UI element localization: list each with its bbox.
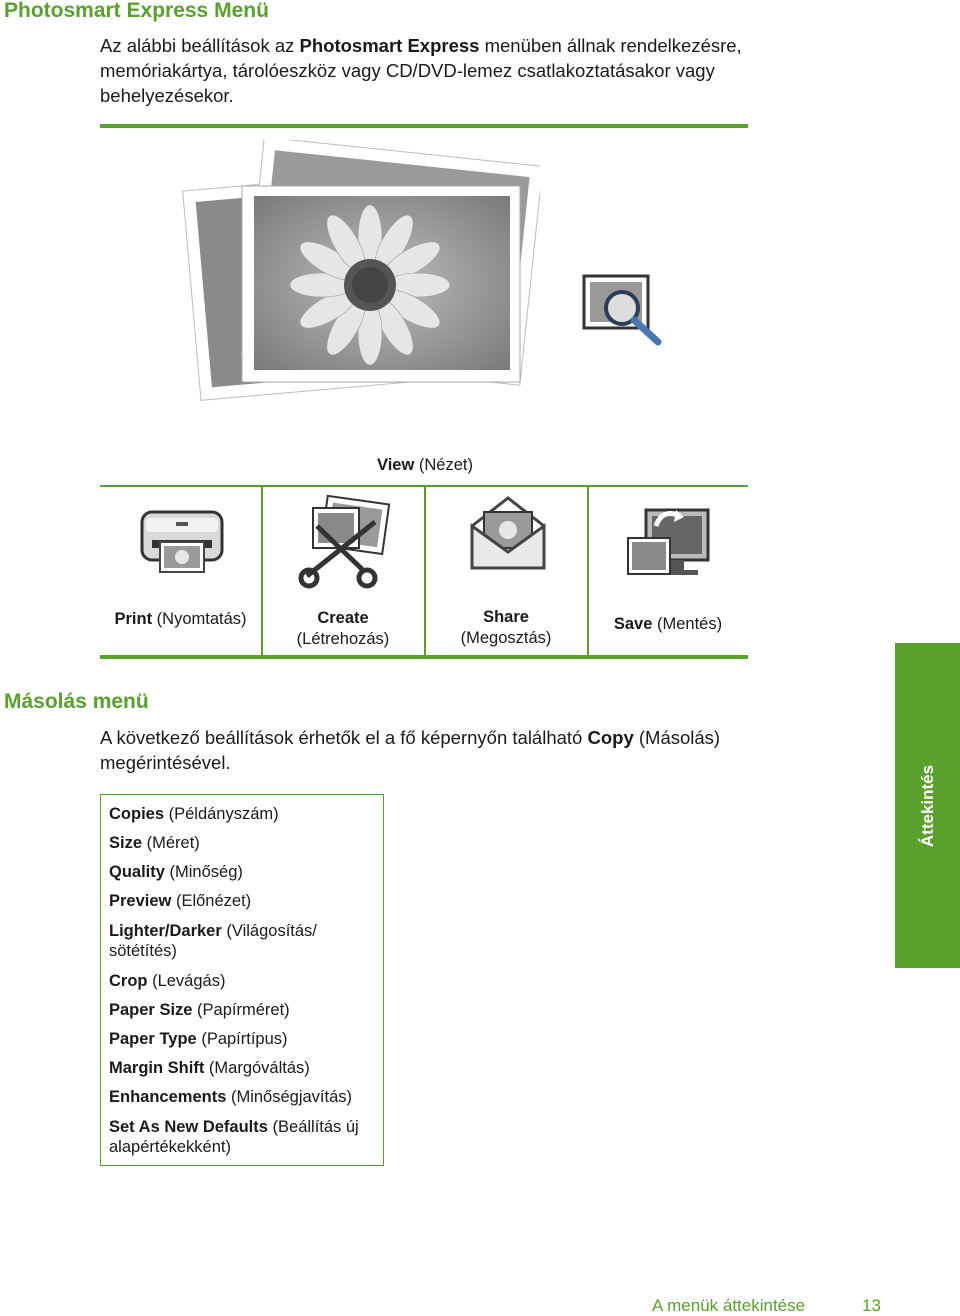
copy-option-item: Size (Méret) — [109, 834, 200, 852]
menu-table-divider — [587, 485, 589, 655]
copy-option-item: Margin Shift (Margóváltás) — [109, 1059, 310, 1077]
section-title-copy-menu: Másolás menü — [4, 690, 149, 713]
copy-menu-intro: A következő beállítások érhetők el a fő … — [100, 727, 721, 773]
view-label: View (Nézet) — [377, 456, 473, 474]
copy-option-item: Quality (Minőség) — [109, 863, 243, 881]
menu-table-divider — [424, 485, 426, 655]
menu-table-bottom-rule — [100, 655, 748, 659]
top-green-rule — [100, 124, 748, 128]
create-label: Create(Létrehozás) — [296, 609, 390, 648]
copy-option-item: Lighter/Darker (Világosítás/sötétítés) — [109, 922, 317, 960]
copy-option-item: Copies (Példányszám) — [109, 805, 279, 823]
menu-table-divider — [261, 485, 263, 655]
chapter-side-tab: Áttekintés — [895, 643, 960, 968]
chapter-side-tab-label: Áttekintés — [917, 764, 937, 847]
scissors-photo-icon[interactable] — [295, 492, 395, 592]
copy-option-item: Enhancements (Minőségjavítás) — [109, 1088, 353, 1106]
print-label: Print (Nyomtatás) — [114, 610, 247, 628]
footer-chapter-title: A menük áttekintése — [652, 1296, 806, 1315]
view-magnifier-icon[interactable] — [578, 272, 668, 352]
save-label: Save (Mentés) — [613, 615, 723, 633]
copy-options-box — [100, 794, 384, 1166]
section-title-photosmart: Photosmart Express Menü — [4, 0, 269, 22]
copy-option-item: Crop (Levágás) — [109, 972, 226, 990]
stacked-photos-illustration — [180, 136, 544, 430]
footer-page-number: 13 — [862, 1296, 881, 1315]
share-label: Share(Megosztás) — [460, 608, 552, 647]
printer-icon[interactable] — [132, 500, 232, 600]
envelope-photo-icon[interactable] — [458, 492, 558, 592]
monitor-save-icon[interactable] — [622, 500, 722, 600]
photosmart-intro: Az alábbi beállítások az Photosmart Expr… — [100, 35, 742, 106]
copy-option-item: Preview (Előnézet) — [109, 892, 252, 910]
copy-option-item: Paper Type (Papírtípus) — [109, 1030, 288, 1048]
copy-option-item: Paper Size (Papírméret) — [109, 1001, 290, 1019]
